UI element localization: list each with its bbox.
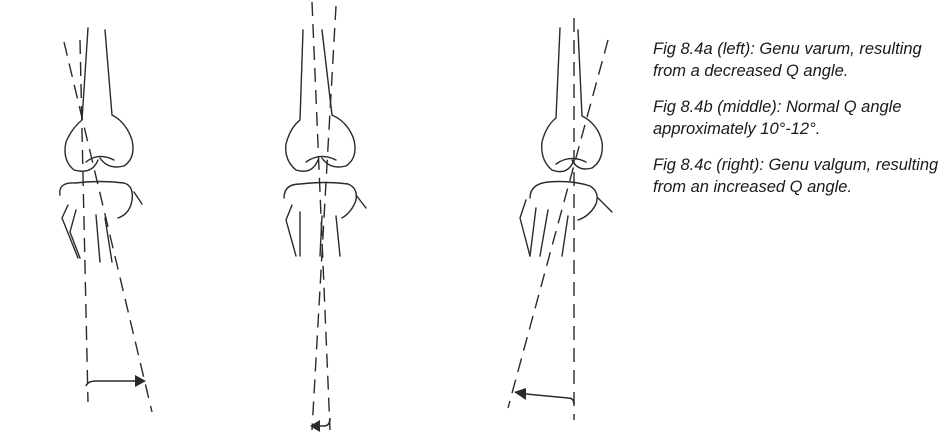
knee-normal — [283, 1, 367, 432]
femur — [541, 27, 603, 173]
femur — [64, 27, 134, 172]
knee-genu-valgum — [507, 18, 613, 420]
q-angle-lines — [63, 39, 153, 413]
knee-illustrations — [59, 1, 613, 432]
arrow-right — [85, 375, 146, 387]
tibia — [59, 180, 143, 263]
q-angle-lines — [311, 1, 337, 431]
arrow-left — [310, 417, 331, 432]
arrow-left — [514, 388, 575, 405]
tibia — [519, 180, 613, 257]
femur — [285, 29, 356, 172]
tibia — [283, 181, 367, 257]
knee-genu-varum — [59, 27, 153, 413]
captions: Fig 8.4a (left): Genu varum, resulting f… — [653, 38, 945, 212]
caption-genu-valgum: Fig 8.4c (right): Genu valgum, resulting… — [653, 156, 939, 196]
q-angle-lines — [507, 18, 609, 420]
caption-genu-varum: Fig 8.4a (left): Genu varum, resulting f… — [653, 40, 922, 80]
caption-normal: Fig 8.4b (middle): Normal Q angle approx… — [653, 98, 902, 138]
